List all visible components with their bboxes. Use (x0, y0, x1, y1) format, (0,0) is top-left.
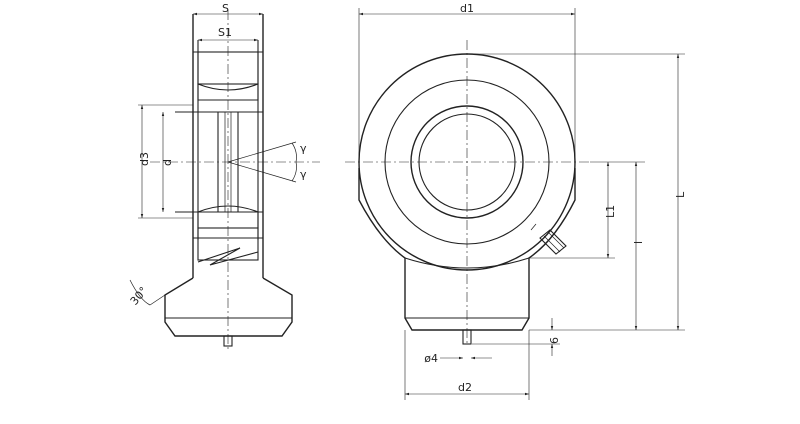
front-view: d1 L l L1 6 ø4 d2 (345, 2, 687, 400)
label-L: L (674, 191, 687, 198)
top-hatched-ball (197, 83, 259, 101)
label-gamma-top: γ (300, 142, 307, 155)
label-30deg: 30° (128, 284, 150, 307)
label-gamma-bottom: γ (300, 168, 307, 181)
label-d3: d3 (138, 152, 151, 166)
label-d1: d1 (460, 2, 474, 15)
angle-arc (129, 279, 151, 306)
grease-nipple (530, 223, 567, 255)
break-line (197, 247, 259, 266)
label-S1: S1 (218, 26, 232, 39)
neck-curve (404, 257, 530, 269)
ball-outer-circle (410, 105, 524, 219)
label-6: 6 (548, 337, 561, 344)
front-pin (462, 329, 472, 345)
bottom-hatched-ball (197, 205, 259, 229)
gamma-arc-top (291, 142, 297, 163)
label-S: S (222, 2, 229, 15)
gamma-line-bottom (227, 161, 297, 183)
base-flange (164, 277, 293, 337)
label-d: d (161, 159, 174, 166)
gamma-arc-bottom (291, 161, 297, 182)
angle-leader (149, 294, 166, 306)
label-l: l (632, 241, 645, 244)
label-d2: d2 (458, 381, 472, 394)
side-section-view: γ γ S S1 d3 d 30° (128, 2, 320, 350)
gamma-line-top (227, 141, 297, 163)
label-L1: L1 (604, 205, 617, 218)
label-d4: ø4 (424, 352, 438, 365)
